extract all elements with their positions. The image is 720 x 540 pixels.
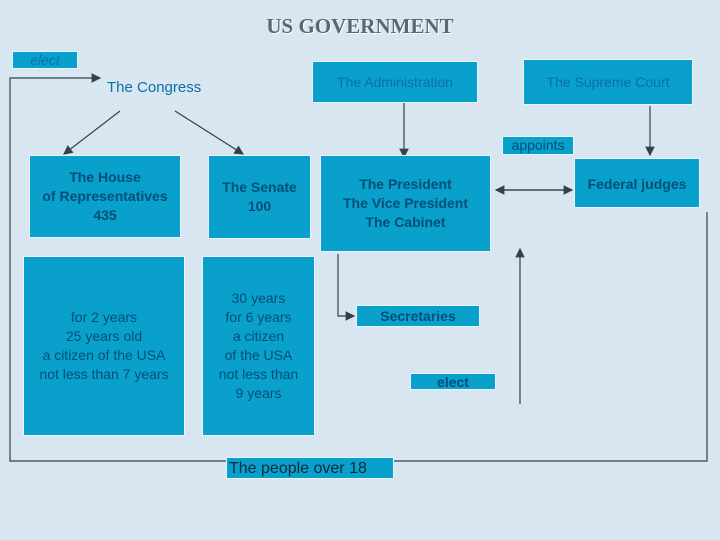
senate-citizen-line1: a citizen: [232, 328, 285, 344]
senate-citizen-line2: of the USA: [224, 347, 293, 363]
appoints-label: appoints: [502, 136, 574, 155]
house-term: for 2 years: [70, 309, 138, 325]
senate-requirements-box: 30 years for 6 years a citizen of the US…: [202, 256, 315, 436]
senate-citizen-years-line2: 9 years: [235, 385, 282, 401]
president-label: The President: [359, 176, 452, 192]
secretaries-box: Secretaries: [356, 305, 480, 327]
congress-label: The Congress: [107, 79, 202, 96]
senate-min-age: 30 years: [231, 290, 286, 306]
house-min-age: 25 years old: [65, 328, 143, 344]
administration-box: The Administration: [312, 61, 478, 103]
senate-box: The Senate 100: [208, 155, 311, 239]
federal-judges-box: Federal judges: [574, 158, 700, 208]
house-box: The House of Representatives 435: [29, 155, 181, 238]
house-label-line1: The House: [69, 169, 141, 185]
supreme-court-box: The Supreme Court: [523, 59, 693, 105]
senate-label: The Senate: [222, 179, 297, 195]
line-people-to-congress: [9, 73, 226, 462]
arrow-congress-to-house: [63, 110, 121, 155]
house-citizenship-years: not less than 7 years: [39, 366, 169, 382]
elect-label-bottom: elect: [410, 373, 496, 390]
arrow-congress-to-senate: [174, 110, 245, 155]
senate-term: for 6 years: [225, 309, 292, 325]
house-citizenship: a citizen of the USA: [42, 347, 166, 363]
house-seats: 435: [93, 207, 117, 223]
cabinet-label: The Cabinet: [365, 214, 446, 230]
arrow-president-to-secretaries: [337, 254, 356, 321]
executive-box: The President The Vice President The Cab…: [320, 155, 491, 252]
house-label-line2: of Representatives: [42, 188, 168, 204]
line-people-to-supreme-court: [394, 212, 708, 462]
house-requirements-box: for 2 years 25 years old a citizen of th…: [23, 256, 185, 436]
people-box: The people over 18: [226, 457, 394, 479]
senate-citizen-years-line1: not less than: [218, 366, 299, 382]
senate-seats: 100: [247, 198, 272, 214]
vice-president-label: The Vice President: [342, 195, 468, 211]
diagram-title: US GOVERNMENT: [266, 14, 454, 38]
elect-label-top: elect: [12, 51, 78, 69]
